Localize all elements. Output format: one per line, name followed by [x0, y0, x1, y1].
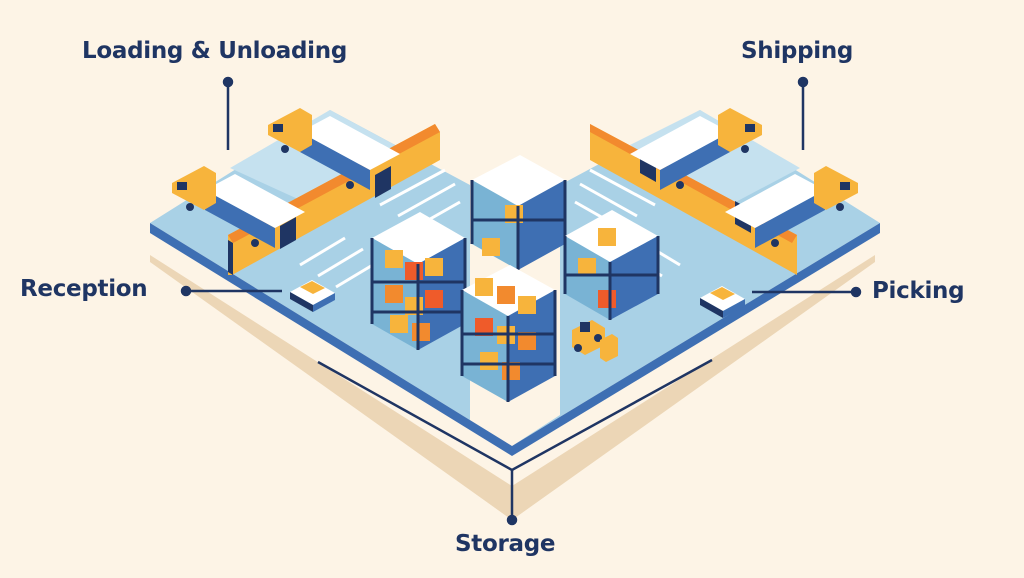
picking-cart: [700, 286, 745, 318]
label-shipping: Shipping: [741, 38, 854, 64]
floor-edge-left: [150, 223, 512, 456]
forklift: [572, 320, 618, 362]
storage-rack-3: [460, 265, 557, 402]
storage-rack-2: [470, 155, 567, 270]
label-reception: Reception: [20, 276, 148, 302]
label-loading-unloading: Loading & Unloading: [82, 38, 347, 64]
floor-edge-right: [512, 223, 880, 456]
storage-rack-4: [563, 210, 660, 320]
truck-right-top: [630, 108, 762, 190]
truck-left-bottom: [172, 166, 305, 248]
label-picking: Picking: [872, 278, 965, 304]
callout-lines: [180, 76, 862, 526]
storage-rack-1: [370, 212, 467, 350]
label-storage: Storage: [455, 531, 556, 557]
truck-right-bottom: [725, 166, 858, 248]
truck-left-top: [268, 108, 400, 190]
reception-cart: [290, 280, 335, 312]
